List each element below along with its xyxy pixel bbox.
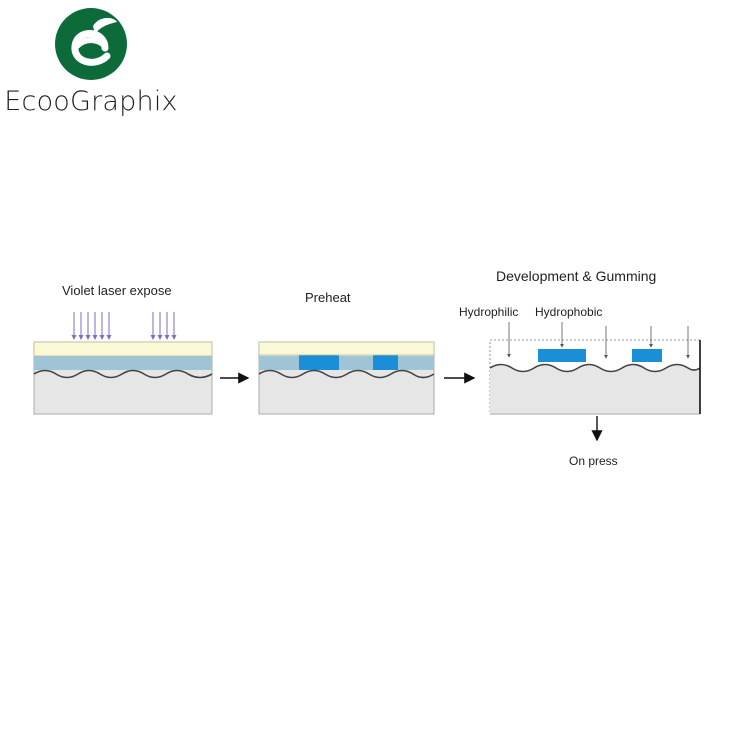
- ecoographix-logo-icon: [55, 8, 127, 80]
- cured-image-area: [299, 355, 339, 370]
- hydrophobic-image-area: [632, 349, 662, 362]
- photolayer: [259, 356, 434, 370]
- cured-image-area: [373, 355, 398, 370]
- grain-line: [33, 369, 213, 379]
- gum-arrows: [507, 322, 690, 359]
- panel-preheat: [258, 341, 435, 415]
- result-label-on-press: On press: [569, 454, 618, 468]
- annotation-hydrophilic: Hydrophilic: [459, 305, 519, 319]
- substrate-layer: [490, 364, 700, 414]
- step-label-violet-expose: Violet laser expose: [62, 283, 172, 298]
- top-coating: [33, 341, 213, 357]
- panel-violet-expose: [33, 312, 213, 415]
- annotation-hydrophobic: Hydrophobic: [535, 305, 603, 319]
- grain-line: [489, 363, 701, 373]
- step-label-preheat: Preheat: [305, 290, 351, 305]
- grain-line: [258, 369, 435, 379]
- photolayer: [34, 356, 212, 370]
- panel-development: [489, 322, 701, 415]
- top-coating: [258, 341, 435, 356]
- laser-arrows: [71, 312, 177, 340]
- step-label-development: Development & Gumming: [496, 268, 657, 284]
- logo-wordmark: EcooGraphix: [4, 86, 178, 117]
- brand-logo: EcooGraphix: [0, 0, 200, 130]
- hydrophobic-image-area: [538, 349, 586, 362]
